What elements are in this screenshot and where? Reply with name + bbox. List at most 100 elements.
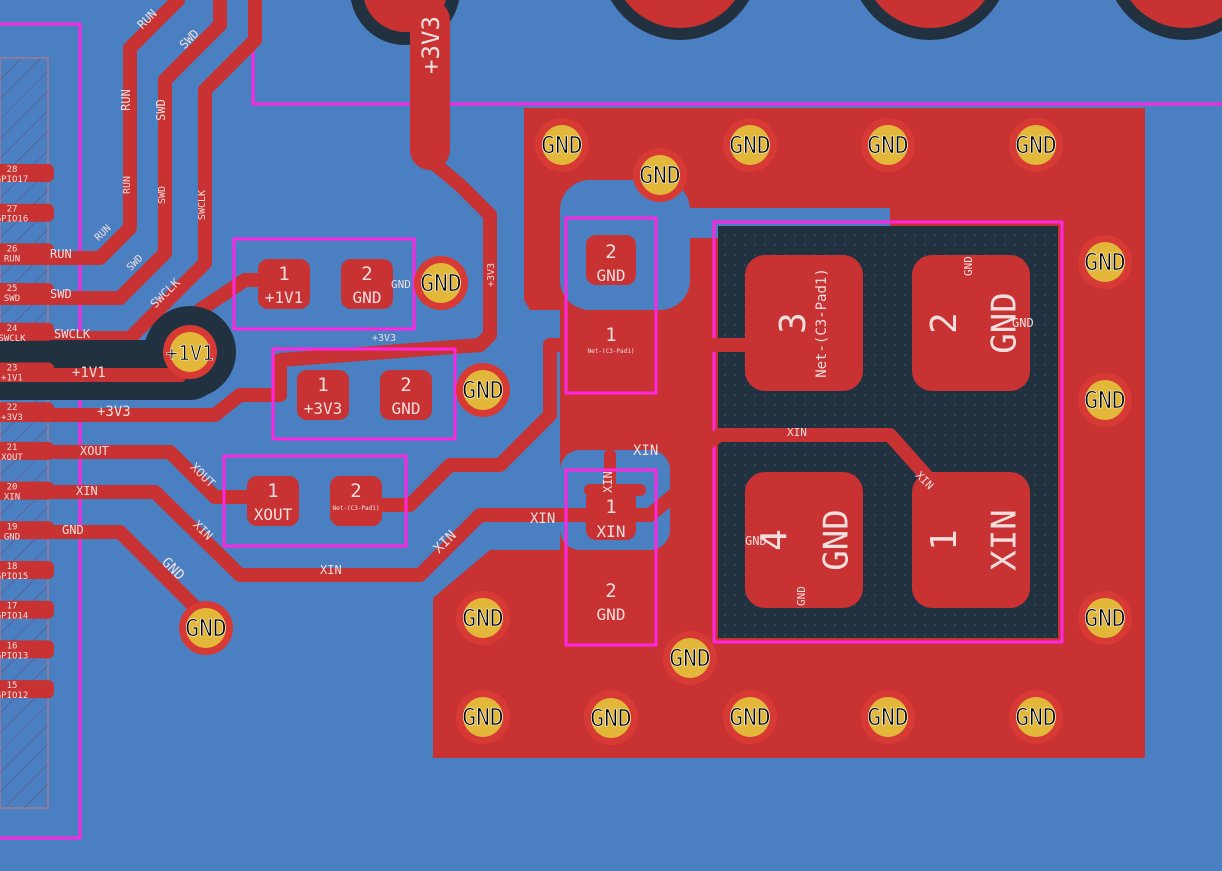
via-hole	[670, 638, 710, 678]
mcu-pin-28: 28GPIO17	[0, 164, 54, 185]
pin-pad	[0, 322, 54, 341]
via-hole	[730, 125, 770, 165]
via-hole	[591, 698, 631, 738]
via-v-gnd-6: GND	[1078, 235, 1132, 289]
gnd-label-6: GND	[745, 534, 767, 548]
pin-number: 17	[7, 602, 18, 612]
via-label: GND	[729, 133, 771, 159]
vias-layer: GND GND GND GND GND GND GND GND GND GND GND GND GND G…	[163, 118, 1132, 745]
p3v3-label-2: +3V3	[372, 333, 396, 344]
xtal-pad1-net: XIN	[985, 509, 1025, 570]
c3-pad2-num: 2	[605, 241, 616, 263]
via-hole	[1085, 380, 1125, 420]
via-hole	[463, 370, 503, 410]
pin-name: GPIO17	[0, 175, 28, 185]
via-v-gnd-19: GND	[584, 691, 638, 745]
rxout-pad2-num: 2	[350, 480, 361, 502]
gnd-label-3: GND	[391, 278, 411, 291]
pin-number: 16	[7, 641, 18, 651]
component-outlines	[222, 216, 658, 647]
via-v-gnd-8: GND	[414, 256, 468, 310]
cxin-pad2-net: GND	[597, 605, 626, 624]
cxin-pad1-net: XIN	[597, 522, 626, 541]
via-v-gnd-11: GND	[456, 591, 510, 645]
pin-name: GND	[4, 532, 20, 542]
pin-name: +1V1	[1, 374, 23, 384]
mcu-pin-27: 27GPIO16	[0, 203, 54, 225]
via-v-gnd-5: GND	[633, 148, 687, 202]
via-label: GND	[462, 705, 504, 731]
pin-number: 18	[7, 562, 18, 572]
xtal-pad1-num: 1	[924, 529, 965, 551]
gnd-label-1: GND	[62, 523, 84, 537]
pin-number: 22	[7, 403, 18, 413]
via-v-gnd-9: GND	[456, 363, 510, 417]
pin-name: GPIO13	[0, 651, 28, 661]
via-label: GND	[1084, 250, 1126, 276]
c1v1-pad1-net: +1V1	[265, 288, 304, 307]
pin-number: 26	[7, 244, 18, 254]
via-hole	[1016, 697, 1056, 737]
pin-pad	[0, 402, 54, 421]
gnd-label-5: GND	[962, 256, 975, 276]
via-label: GND	[1084, 606, 1126, 632]
swclk-label-1: SWCLK	[197, 190, 208, 220]
via-hole	[1085, 598, 1125, 638]
c3v3-pad2-net: GND	[392, 399, 421, 418]
gnd-label-4: GND	[1012, 316, 1034, 330]
pin-name: +3V3	[1, 413, 23, 423]
xtal-pad4-net: GND	[817, 509, 857, 570]
via-hole	[868, 697, 908, 737]
via-label: GND	[669, 646, 711, 672]
via-label: +1V1	[166, 341, 214, 365]
pin-name: RUN	[4, 254, 20, 264]
xtal-pad3-num: 3	[773, 312, 814, 334]
smd-pads	[247, 235, 1030, 625]
c3v3-pad2-num: 2	[400, 374, 411, 396]
xtal-pad4-num: 4	[754, 529, 795, 551]
big-3v3-label: +3V3	[417, 16, 445, 74]
xin-label-5: XIN	[530, 511, 555, 527]
via-v-gnd-14: GND	[456, 690, 510, 744]
via-v-gnd-2: GND	[723, 118, 777, 172]
via-v-gnd-16: GND	[723, 690, 777, 744]
p3v3-track-label: +3V3	[97, 404, 131, 420]
via-label: GND	[185, 616, 227, 642]
swd-label-5: SWD	[50, 287, 72, 301]
pin-number: 23	[7, 364, 18, 374]
mcu-pin-16: 16GPIO13	[0, 640, 54, 661]
pin-pad	[0, 481, 54, 500]
via-v-1v1: +1V1	[163, 325, 217, 379]
run-label-3: RUN	[122, 176, 133, 194]
via-hole	[170, 332, 210, 372]
via-label: GND	[1015, 133, 1057, 159]
pin-pad	[0, 283, 54, 302]
mcu-pin-17: 17GPIO14	[0, 600, 54, 622]
via-label: GND	[420, 271, 462, 297]
pin-name: GPIO16	[0, 215, 28, 225]
via-v-gnd-1: GND	[535, 118, 589, 172]
c1v1-pad2-net: GND	[353, 288, 382, 307]
via-label: GND	[867, 705, 909, 731]
c1v1-pad2-num: 2	[361, 263, 372, 285]
pin-number: 15	[7, 681, 18, 691]
xin-label-1: XIN	[76, 484, 98, 498]
via-v-gnd-17: GND	[861, 690, 915, 744]
pin-number: 24	[7, 324, 18, 334]
via-label: GND	[1015, 705, 1057, 731]
swd-label-3: SWD	[157, 186, 168, 204]
c1v1-pad1-num: 1	[278, 263, 289, 285]
c3-pad1-num: 1	[605, 324, 616, 346]
via-hole	[1085, 242, 1125, 282]
pin-pad	[0, 164, 54, 182]
c3v3-pad1-num: 1	[317, 374, 328, 396]
via-label: GND	[867, 133, 909, 159]
run-label-2: RUN	[119, 89, 133, 111]
run-label-5: RUN	[50, 247, 72, 261]
pin-name: GPIO12	[0, 691, 28, 701]
cxin-pad1-num: 1	[605, 496, 616, 518]
pin-number: 28	[7, 165, 18, 175]
